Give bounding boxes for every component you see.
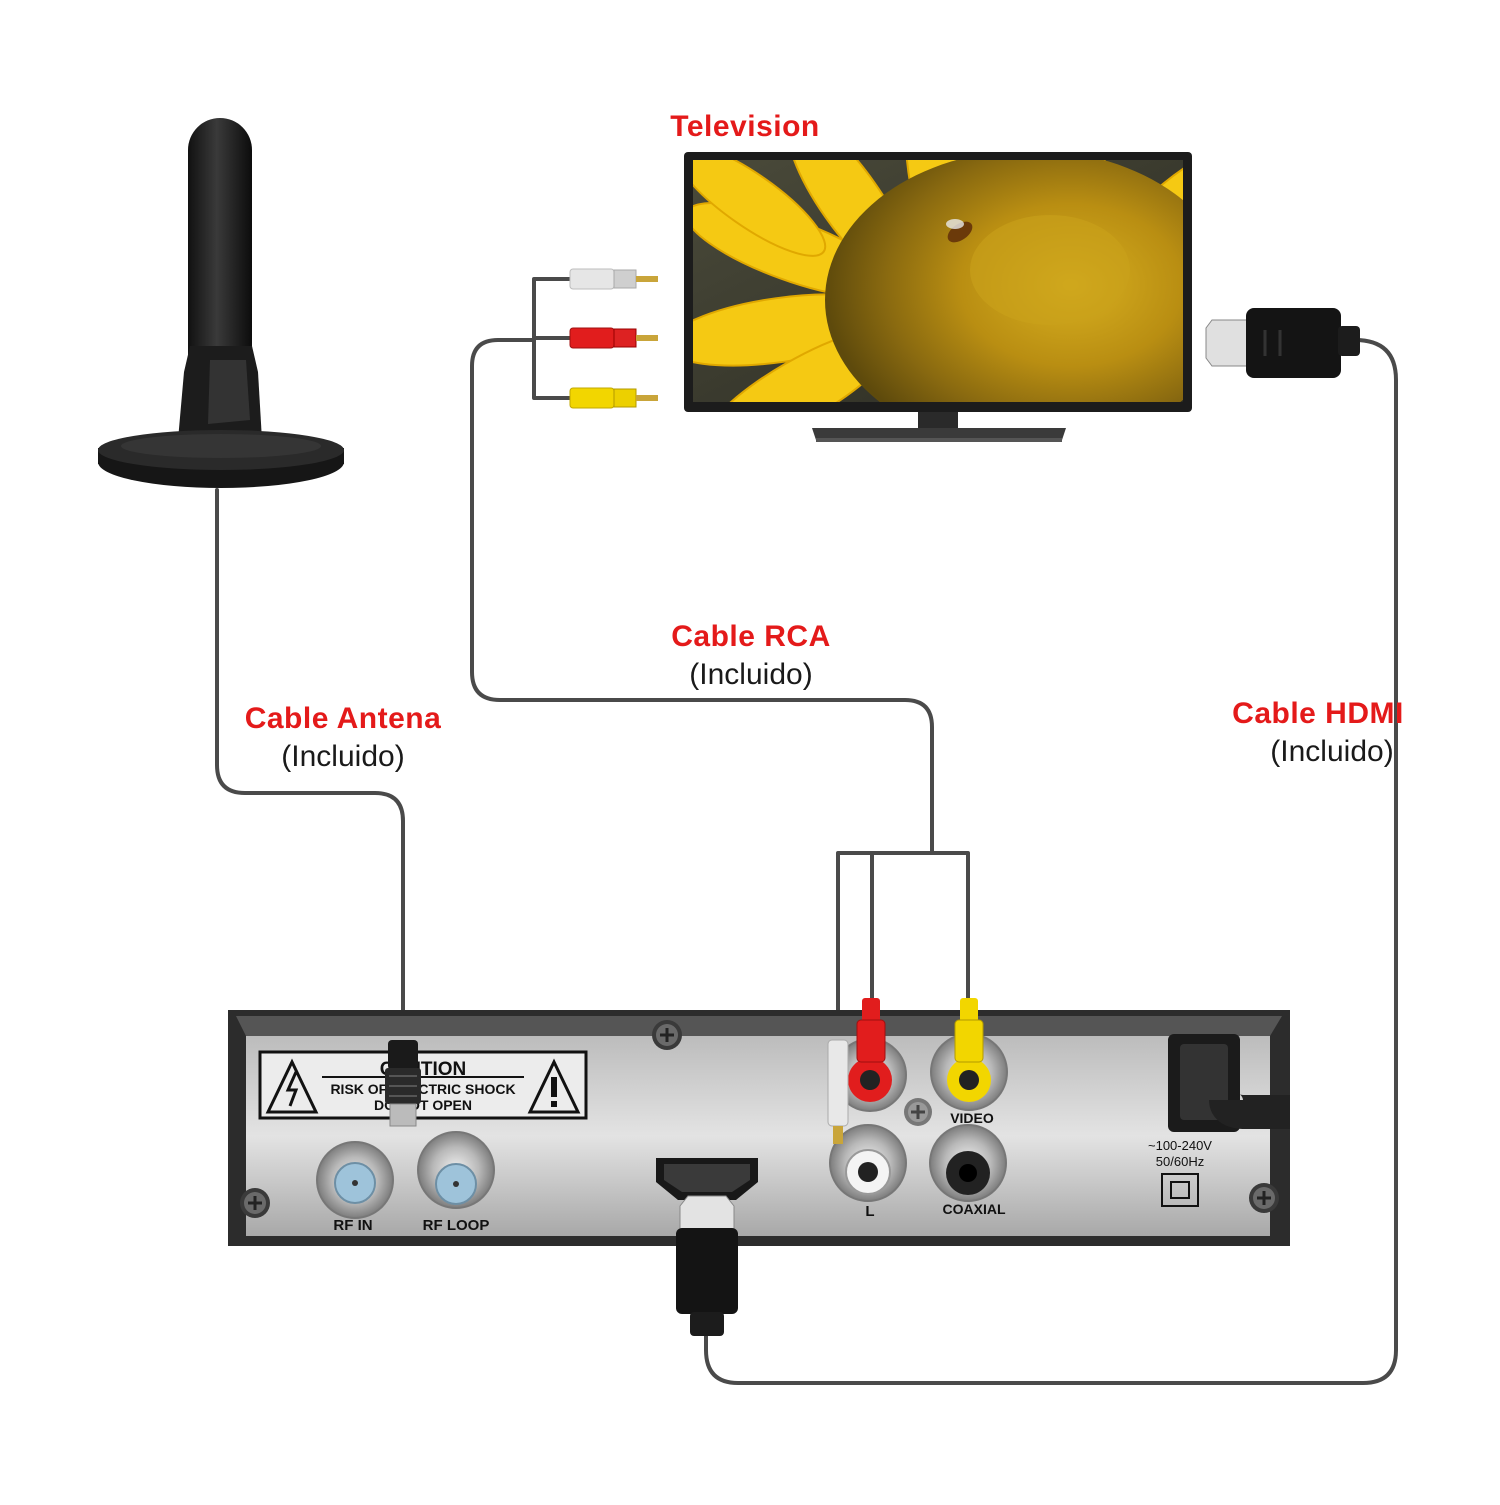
antenna-cable-label: Cable Antena (Incluido) — [193, 702, 493, 774]
audio-l-port[interactable] — [829, 1124, 907, 1202]
rf-in-port[interactable] — [316, 1141, 394, 1219]
rca-white-plug-icon — [827, 1039, 849, 1144]
power-cord-icon — [1168, 1034, 1290, 1132]
rca-red-plug-icon — [856, 998, 886, 1063]
rca-cable-title: Cable RCA — [671, 620, 831, 653]
power-rating-line2: 50/60Hz — [1156, 1154, 1204, 1169]
television-icon — [684, 152, 1192, 442]
antenna-cable-title: Cable Antena — [244, 702, 442, 735]
hdmi-cable-label: Cable HDMI (Incluido) — [1168, 697, 1468, 769]
screw-icon — [904, 1098, 932, 1126]
caution-sticker: CAUTION RISK OF ELECTRIC SHOCK DO NOT OP… — [258, 1050, 588, 1120]
audio-r-port[interactable] — [833, 1038, 907, 1112]
hdmi-cable-title: Cable HDMI — [1232, 697, 1404, 730]
coaxial-port[interactable] — [929, 1124, 1007, 1202]
hdmi-cable-note: (Incluido) — [1270, 735, 1394, 768]
antenna-cable-note: (Incluido) — [281, 740, 405, 773]
antenna-cable — [215, 488, 405, 1042]
rf-loop-port[interactable] — [417, 1131, 495, 1209]
television-label: Television — [0, 110, 1500, 144]
receiver-back-panel: CAUTION RISK OF ELECTRIC SHOCK DO NOT OP… — [228, 998, 1290, 1246]
rca-split-top — [532, 277, 572, 400]
screw-icon — [652, 1020, 682, 1050]
rca-yellow-plug-icon — [569, 387, 658, 409]
screw-icon — [1249, 1183, 1279, 1213]
video-label: VIDEO — [950, 1110, 994, 1126]
rca-cable-note: (Incluido) — [689, 658, 813, 691]
caution-line1: RISK OF ELECTRIC SHOCK — [330, 1081, 515, 1097]
video-port[interactable] — [930, 1033, 1008, 1111]
rca-red-plug-icon — [569, 327, 658, 349]
audio-l-label: L — [865, 1203, 874, 1220]
hdmi-port[interactable] — [656, 1158, 758, 1200]
bee-icon — [946, 219, 973, 243]
double-insulation-icon — [1161, 1173, 1199, 1207]
rca-yellow-plug-icon — [954, 998, 984, 1063]
antenna-icon — [98, 118, 344, 488]
rca-split-bottom — [836, 851, 970, 1042]
hdmi-plug-receiver-icon — [676, 1195, 738, 1336]
antenna-plug-icon — [385, 1040, 421, 1127]
rca-cable-label: Cable RCA (Incluido) — [601, 620, 901, 692]
power-rating-line1: ~100-240V — [1148, 1138, 1212, 1153]
hdmi-plug-tv-icon — [1205, 308, 1360, 378]
hdmi-cable — [704, 338, 1398, 1385]
coaxial-label: COAXIAL — [943, 1201, 1006, 1217]
television-title: Television — [670, 110, 820, 143]
rf-in-label: RF IN — [333, 1217, 372, 1234]
rca-white-plug-icon — [569, 268, 658, 290]
screw-icon — [240, 1188, 270, 1218]
rf-loop-label: RF LOOP — [423, 1217, 490, 1234]
rca-plugs-tv — [569, 268, 658, 409]
cables — [215, 277, 1398, 1385]
rca-cable — [470, 338, 934, 855]
